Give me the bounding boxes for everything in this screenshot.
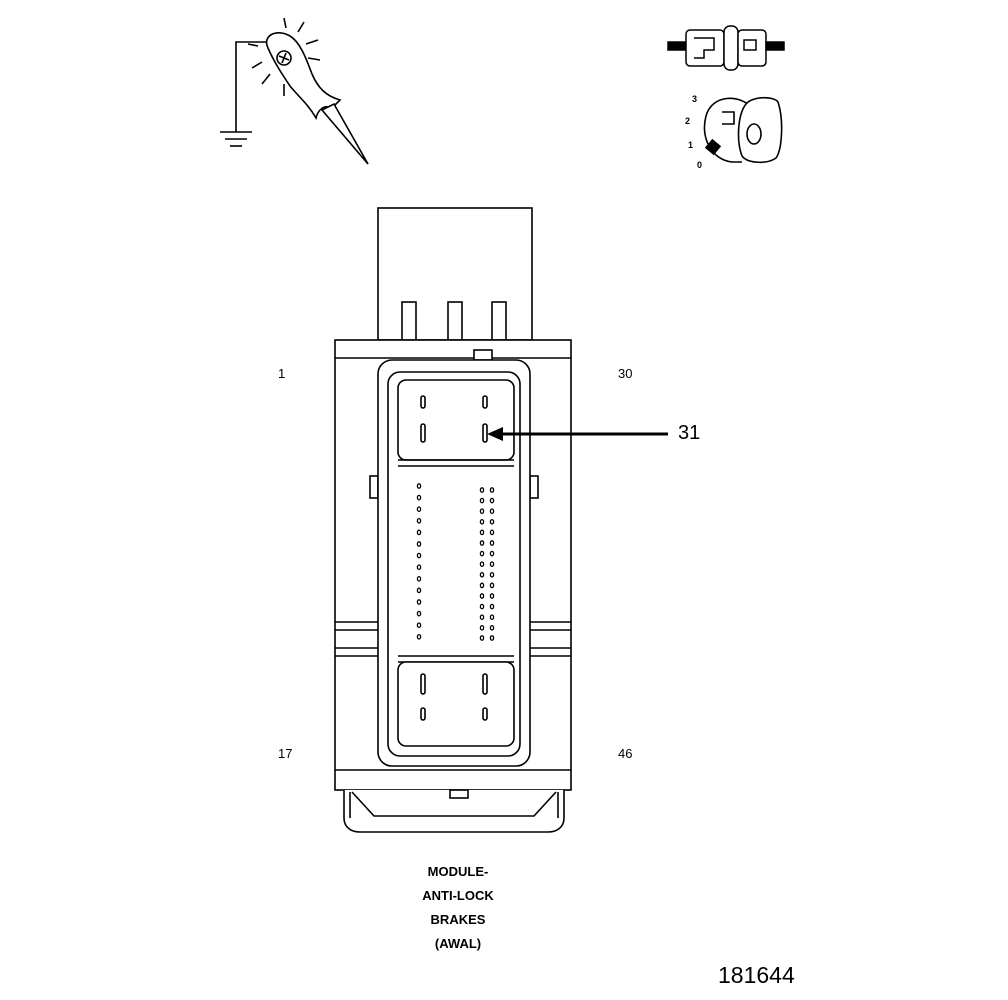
signal-pin xyxy=(479,571,485,578)
disconnected-connector-icon xyxy=(667,25,785,71)
signal-pin xyxy=(489,518,495,525)
test-light-probe-icon xyxy=(220,17,369,165)
signal-pin xyxy=(416,494,422,501)
signal-pin xyxy=(416,610,422,617)
key-position-3: 3 xyxy=(692,94,697,104)
signal-pin xyxy=(416,517,422,524)
signal-pin xyxy=(416,483,422,489)
abs-module-connector xyxy=(334,207,572,833)
signal-pin xyxy=(489,603,495,610)
signal-pin xyxy=(489,550,495,557)
signal-pin xyxy=(416,541,422,547)
figure-id: 181644 xyxy=(718,962,795,988)
signal-pin xyxy=(489,540,495,546)
signal-pin xyxy=(489,582,495,589)
signal-pin xyxy=(479,561,485,568)
caption-line-3: BRAKES xyxy=(430,912,486,927)
signal-pin xyxy=(489,571,495,578)
signal-pin xyxy=(416,575,422,582)
signal-pin xyxy=(479,593,485,599)
signal-pin xyxy=(479,582,485,589)
signal-pin xyxy=(416,622,422,629)
callout-number: 31 xyxy=(678,422,701,444)
signal-pin xyxy=(479,540,485,546)
key-position-2: 2 xyxy=(685,116,690,126)
signal-pin xyxy=(479,497,485,504)
signal-pin xyxy=(416,552,422,559)
pin-label-17: 17 xyxy=(278,746,293,761)
signal-pin xyxy=(489,614,495,621)
signal-pin xyxy=(479,529,485,536)
key-position-1: 1 xyxy=(688,140,693,150)
signal-pins xyxy=(416,483,495,641)
signal-pin xyxy=(479,603,485,610)
signal-pin xyxy=(479,508,485,515)
signal-pin xyxy=(479,487,485,493)
caption-line-4: (AWAL) xyxy=(434,936,482,951)
signal-pin xyxy=(416,506,422,513)
key-position-0: 0 xyxy=(697,160,702,170)
signal-pin xyxy=(479,550,485,557)
signal-pin xyxy=(489,624,495,631)
signal-pin xyxy=(489,561,495,568)
pin-label-1: 1 xyxy=(278,366,286,381)
signal-pin xyxy=(479,518,485,525)
pin-label-30: 30 xyxy=(618,366,633,381)
pin-label-46: 46 xyxy=(618,746,633,761)
signal-pin xyxy=(489,635,495,641)
signal-pin xyxy=(479,614,485,621)
signal-pin xyxy=(416,587,422,594)
connector-caption: MODULE- ANTI-LOCK BRAKES (AWAL) xyxy=(358,860,558,956)
signal-pin xyxy=(416,599,422,605)
caption-line-2: ANTI-LOCK xyxy=(422,888,494,903)
signal-pin xyxy=(416,529,422,536)
pin-31-callout-arrow xyxy=(487,427,668,441)
signal-pin xyxy=(416,564,422,571)
signal-pin xyxy=(479,624,485,631)
signal-pin xyxy=(489,508,495,515)
signal-pin xyxy=(416,633,422,640)
signal-pin xyxy=(489,487,495,493)
signal-pin xyxy=(489,497,495,504)
signal-pin xyxy=(489,529,495,536)
signal-pin xyxy=(479,635,485,641)
ignition-key-icon: 3 2 1 0 xyxy=(685,94,783,170)
caption-line-1: MODULE- xyxy=(427,864,489,879)
signal-pin xyxy=(489,593,495,599)
